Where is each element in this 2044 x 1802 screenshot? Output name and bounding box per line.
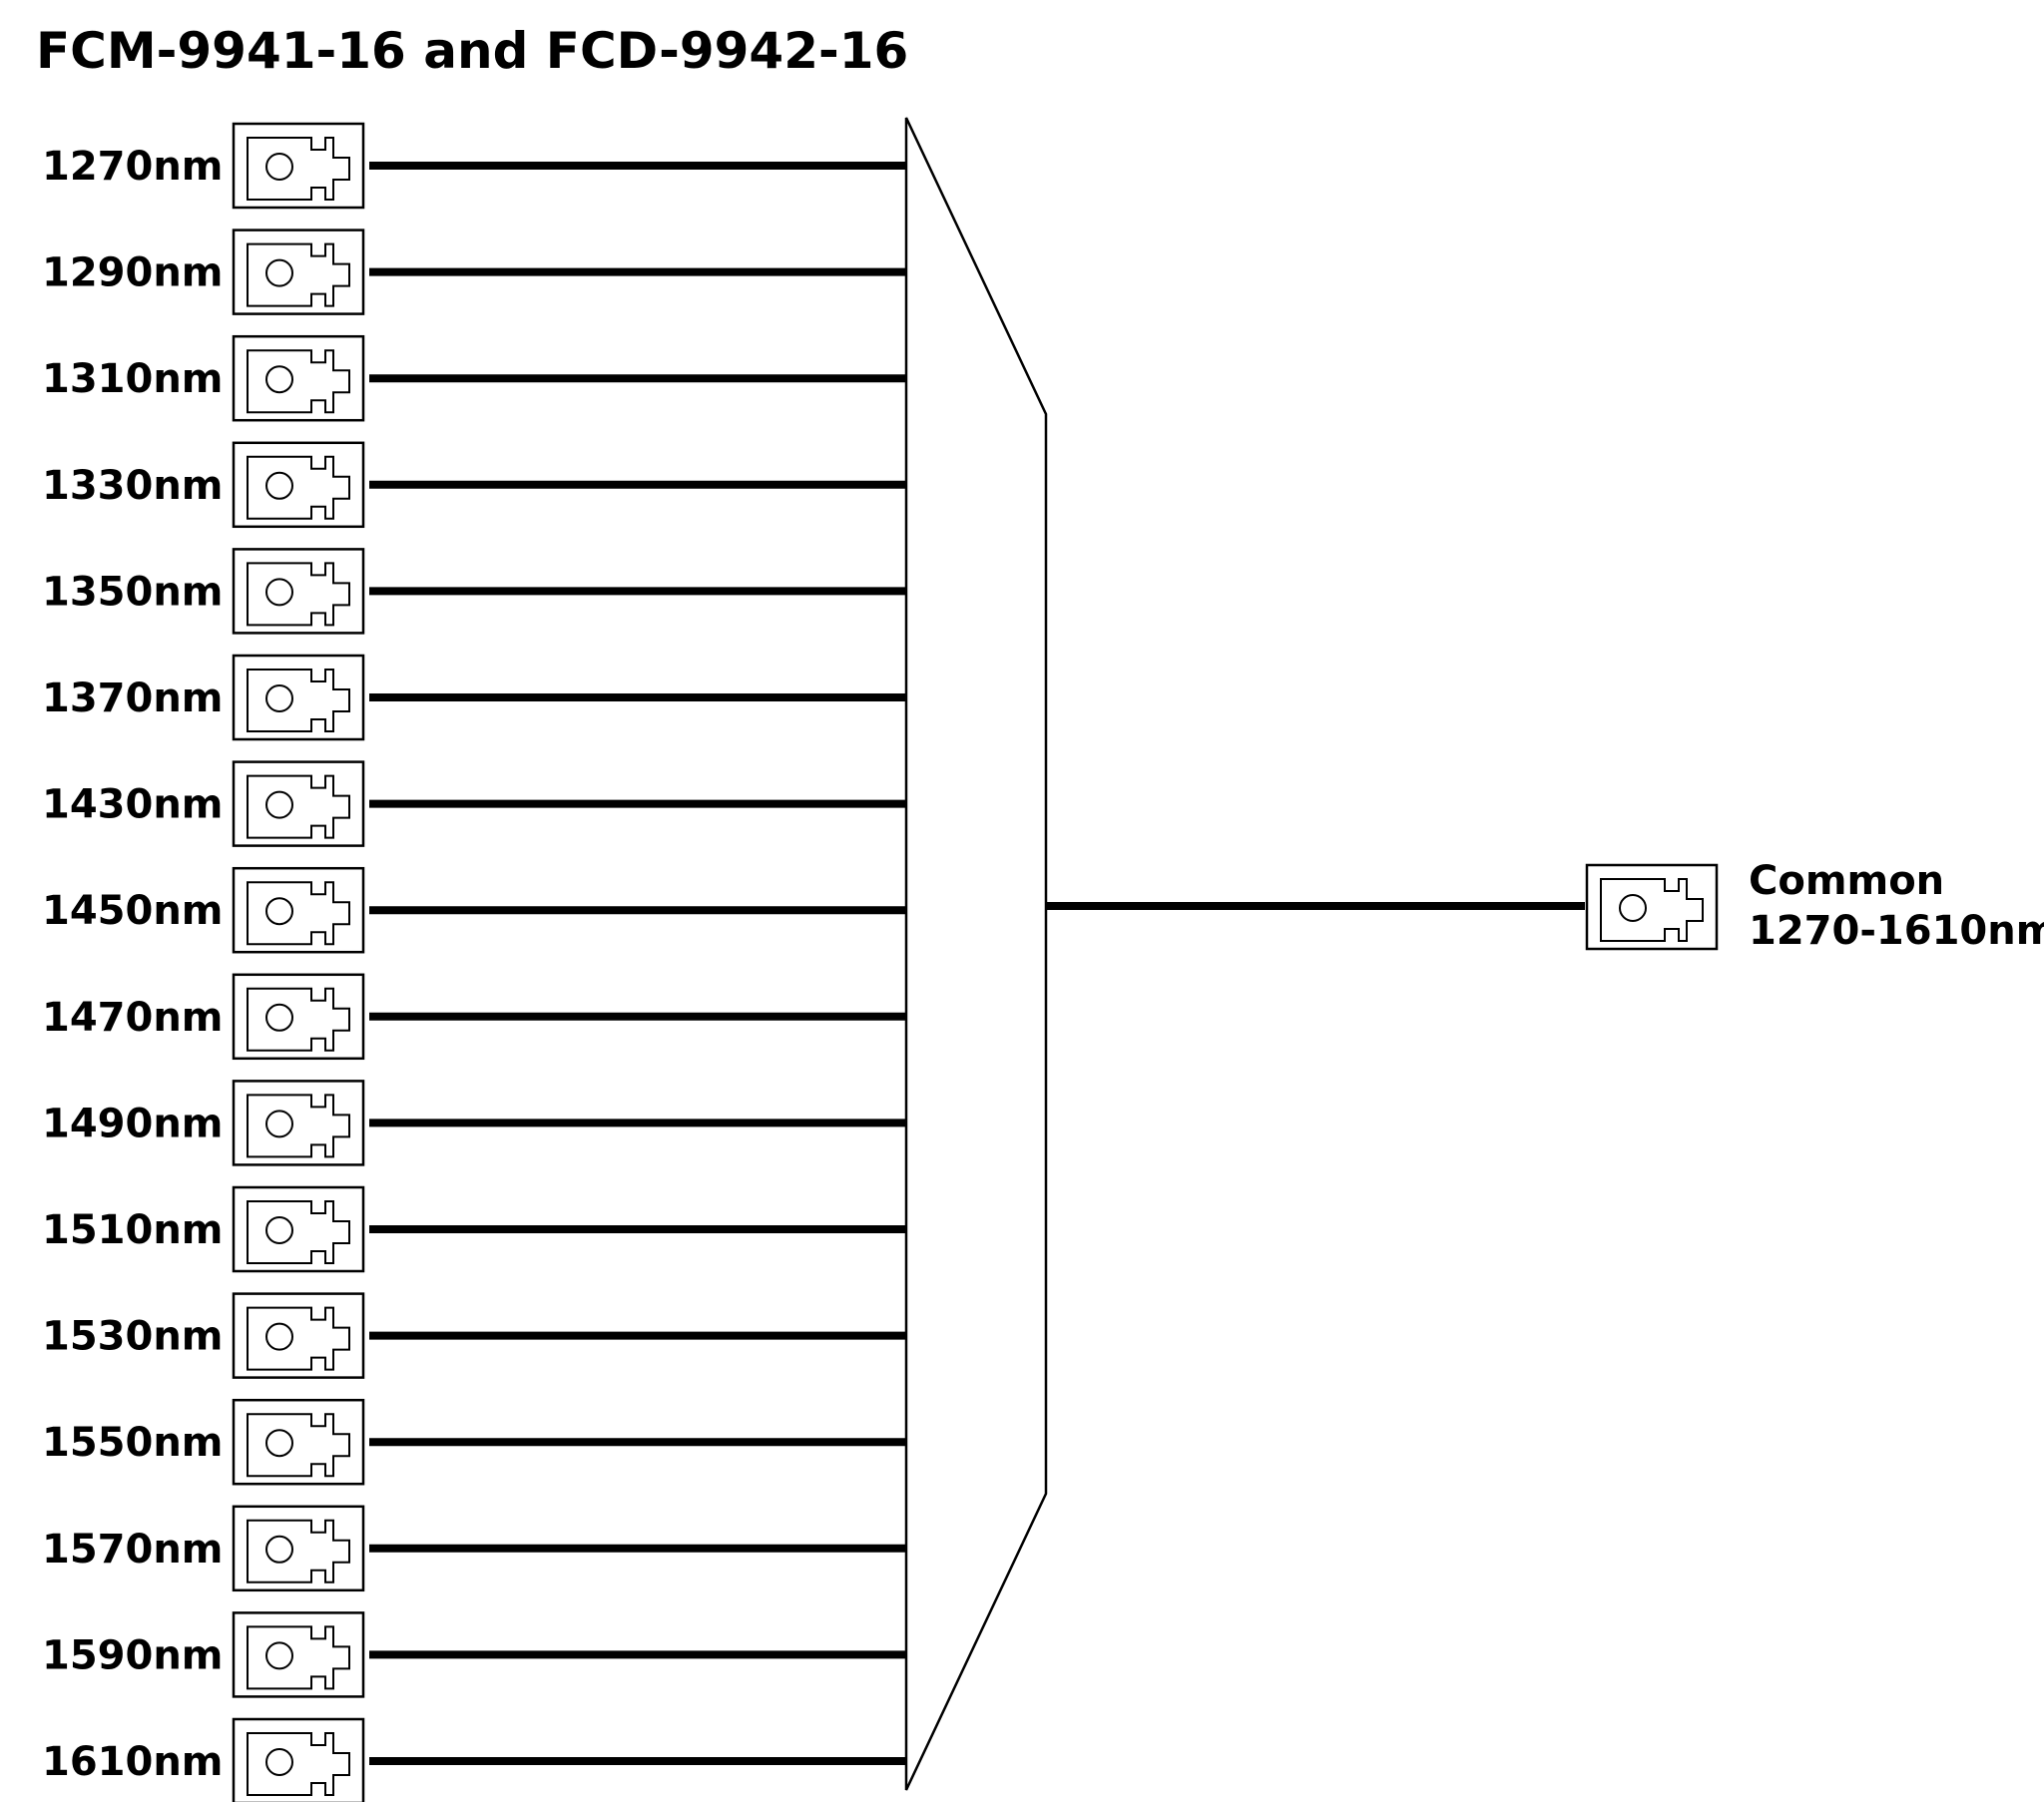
channel-label: 1510nm	[42, 1207, 223, 1253]
fiber-connector-icon	[232, 654, 365, 741]
channel-label: 1270nm	[42, 144, 223, 190]
channel-label: 1590nm	[42, 1632, 223, 1678]
channel-label: 1350nm	[42, 569, 223, 615]
fiber-connector-icon	[232, 1398, 365, 1486]
channel-row: 1550nm	[42, 1398, 906, 1486]
channel-label: 1450nm	[42, 888, 223, 934]
diagram-title: FCM-9941-16 and FCD-9942-16	[36, 22, 908, 80]
channel-row: 1590nm	[42, 1611, 906, 1698]
channel-row: 1270nm	[42, 122, 906, 210]
channel-row: 1610nm	[42, 1717, 906, 1802]
channel-label: 1530nm	[42, 1314, 223, 1360]
common-port-icon	[1585, 863, 1719, 951]
channel-label: 1430nm	[42, 782, 223, 828]
channel-ports: 1270nm 1290nm 1310nm 1330nm 1350nm 1370nm 1430…	[42, 122, 906, 1802]
fiber-connector-icon	[232, 1080, 365, 1166]
channel-row: 1490nm	[42, 1080, 906, 1166]
channel-label: 1290nm	[42, 250, 223, 296]
channel-row: 1290nm	[42, 228, 906, 315]
fiber-connector-icon	[232, 1292, 365, 1379]
fiber-connector-icon	[232, 1505, 365, 1592]
channel-label: 1570nm	[42, 1527, 223, 1573]
channel-row: 1430nm	[42, 760, 906, 847]
channel-row: 1370nm	[42, 654, 906, 741]
fiber-connector-icon	[232, 1611, 365, 1698]
fiber-connector-icon	[232, 334, 365, 422]
fiber-connector-icon	[232, 760, 365, 847]
channel-label: 1370nm	[42, 676, 223, 721]
fiber-connector-icon	[232, 973, 365, 1061]
channel-label: 1550nm	[42, 1420, 223, 1466]
channel-row: 1510nm	[42, 1185, 906, 1273]
channel-row: 1450nm	[42, 866, 906, 954]
channel-label: 1490nm	[42, 1101, 223, 1146]
common-label-line1: Common	[1749, 858, 1944, 904]
channel-row: 1310nm	[42, 334, 906, 422]
fiber-connector-icon	[232, 866, 365, 954]
channel-label: 1470nm	[42, 995, 223, 1041]
mux-demux-block	[904, 117, 1048, 1791]
channel-label: 1610nm	[42, 1739, 223, 1785]
fiber-connector-icon	[232, 1717, 365, 1802]
fiber-connector-icon	[232, 122, 365, 210]
fiber-connector-icon	[232, 228, 365, 315]
channel-row: 1470nm	[42, 973, 906, 1061]
channel-row: 1350nm	[42, 548, 906, 635]
channel-label: 1330nm	[42, 463, 223, 509]
channel-row: 1570nm	[42, 1505, 906, 1592]
channel-label: 1310nm	[42, 356, 223, 402]
common-label-line2: 1270-1610nm	[1749, 908, 2044, 954]
fiber-connector-icon	[232, 441, 365, 529]
channel-row: 1330nm	[42, 441, 906, 529]
fiber-connector-icon	[232, 548, 365, 635]
fiber-connector-icon	[232, 1185, 365, 1273]
channel-row: 1530nm	[42, 1292, 906, 1379]
